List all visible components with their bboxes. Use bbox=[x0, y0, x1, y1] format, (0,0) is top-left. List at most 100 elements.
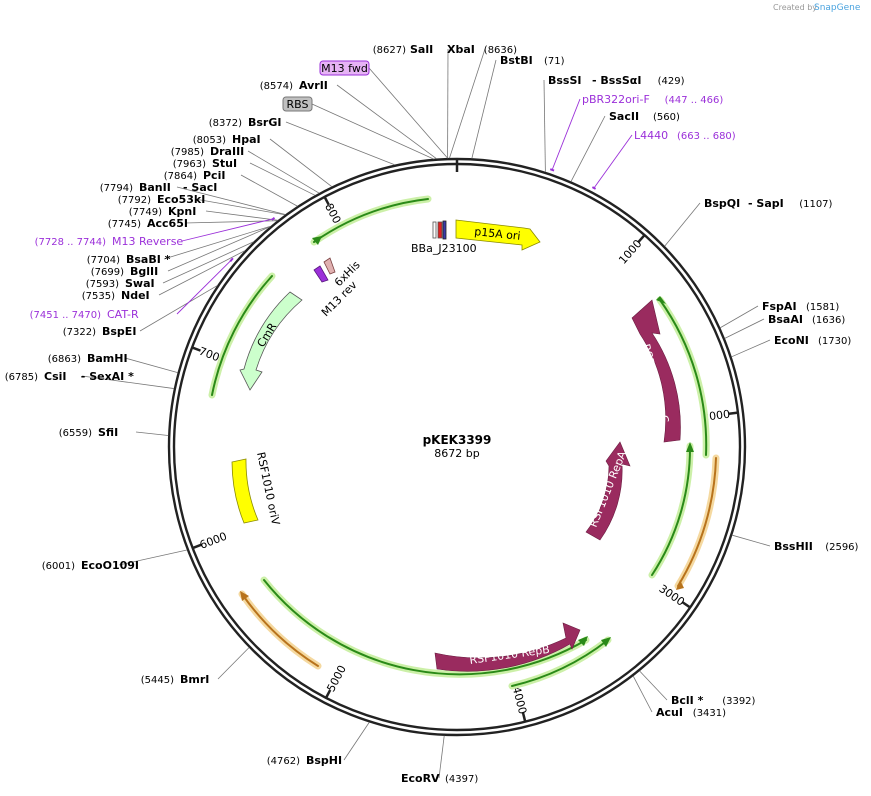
site-bsaai[interactable]: BsaAI(1636) bbox=[768, 313, 845, 326]
tag-leader-rbs bbox=[311, 103, 434, 160]
leader-sacii bbox=[570, 115, 606, 182]
site-bspqi[interactable]: BspQI- SapI(1107) bbox=[704, 197, 833, 210]
site-fspai[interactable]: FspAI(1581) bbox=[762, 300, 839, 313]
site-eco53ki[interactable]: (7792)Eco53kI bbox=[118, 193, 206, 206]
feature-p15a-ori[interactable]: p15A ori bbox=[455, 219, 541, 251]
site-position: (7749) bbox=[129, 207, 162, 218]
site-position: (7864) bbox=[164, 171, 197, 182]
svg-text:p15A ori: p15A ori bbox=[474, 225, 521, 243]
site-name: BmrI bbox=[180, 673, 209, 686]
site-name-2: - SapI bbox=[748, 197, 784, 210]
leader-eco53ki bbox=[194, 198, 286, 216]
leader-acui bbox=[632, 675, 653, 713]
feature-rsf1010-repb[interactable]: RSF1010 RepB bbox=[434, 622, 581, 672]
site-sali[interactable]: (8627)SalI bbox=[373, 43, 433, 56]
site-name: EcoO109I bbox=[81, 559, 139, 572]
primer-m13-reverse[interactable]: (7728 .. 7744)M13 Reverse bbox=[35, 235, 184, 248]
site-ecorv[interactable]: EcoRV(4397) bbox=[401, 772, 478, 785]
site-position: (4397) bbox=[445, 774, 478, 785]
site-name: EcoNI bbox=[774, 334, 809, 347]
tick-label-6000: 6000 bbox=[198, 530, 229, 552]
site-acui[interactable]: AcuI (3431) bbox=[656, 706, 726, 719]
site-bsssi[interactable]: BssSI- BssSαI(429) bbox=[548, 74, 685, 87]
site-sacii[interactable]: SacII(560) bbox=[609, 110, 680, 123]
tick-6000 bbox=[192, 543, 202, 550]
site-draiii[interactable]: (7985)DraIII bbox=[171, 145, 245, 158]
tick-label-5000: 5000 bbox=[324, 663, 348, 694]
site-swai[interactable]: (7593)SwaI bbox=[86, 277, 155, 290]
site-bstbi[interactable]: BstBI(71) bbox=[500, 54, 565, 67]
site-hpai[interactable]: (8053)HpaI bbox=[193, 133, 261, 146]
tick-3000 bbox=[681, 601, 691, 609]
site-name: Acc65I bbox=[147, 217, 188, 230]
site-name: BclI * bbox=[671, 694, 704, 707]
primer-leader-l4440 bbox=[593, 134, 633, 189]
feature-rsf1010-oriv[interactable]: RSF1010 oriV bbox=[231, 451, 282, 527]
tag-rbs[interactable]: RBS bbox=[282, 96, 313, 112]
site-bspei[interactable]: (7322) BspEI bbox=[63, 325, 137, 338]
site-name: BanII bbox=[139, 181, 171, 194]
site-name: AcuI bbox=[656, 706, 683, 719]
leader-bsssi bbox=[543, 79, 546, 172]
site-kpni[interactable]: (7749)KpnI bbox=[129, 205, 197, 218]
site-position: (560) bbox=[653, 112, 680, 123]
tag-m13-fwd[interactable]: M13 fwd bbox=[319, 60, 370, 76]
feature-rsf1010-repa[interactable]: RSF1010 RepA bbox=[585, 441, 631, 541]
site-position: (2596) bbox=[825, 542, 858, 553]
tick-2000 bbox=[728, 411, 739, 415]
site-position: (7745) bbox=[108, 219, 141, 230]
site-bamhi[interactable]: (6863)BamHI bbox=[48, 352, 128, 365]
feature-bba-j23100[interactable]: BBa_J23100 bbox=[411, 220, 477, 255]
site-avrii[interactable]: (8574)AvrII bbox=[260, 79, 328, 92]
site-econi[interactable]: EcoNI (1730) bbox=[774, 334, 851, 347]
site-name: DraIII bbox=[210, 145, 244, 158]
site-position: (1636) bbox=[812, 315, 845, 326]
site-csii[interactable]: (6785)CsiI- SexAI * bbox=[5, 370, 134, 383]
site-name: BspEI bbox=[102, 325, 136, 338]
leader-ndei bbox=[158, 250, 246, 296]
site-banii[interactable]: (7794)BanII- SacI bbox=[100, 181, 218, 194]
leader-sfii bbox=[135, 431, 169, 436]
tick-label-4000: 4000 bbox=[510, 685, 529, 715]
tag-leader-m13-fwd bbox=[368, 67, 448, 159]
primer-l4440[interactable]: L4440(663 .. 680) bbox=[634, 129, 736, 142]
site-name: BamHI bbox=[87, 352, 128, 365]
leader-hpai bbox=[269, 138, 332, 187]
primer-pbr322ori-f[interactable]: pBR322ori-F(447 .. 466) bbox=[582, 93, 723, 106]
site-ecoo109i[interactable]: (6001)EcoO109I bbox=[42, 559, 139, 572]
site-bmri[interactable]: (5445)BmrI bbox=[141, 673, 210, 686]
site-sfii[interactable]: (6559)SfiI bbox=[59, 426, 118, 439]
site-position: (7322) bbox=[63, 327, 96, 338]
site-bsshii[interactable]: BssHII(2596) bbox=[774, 540, 859, 553]
primer-name: L4440 bbox=[634, 129, 668, 142]
site-bglii[interactable]: (7699)BglII bbox=[91, 265, 158, 278]
leader-bcli bbox=[639, 670, 668, 701]
site-stui[interactable]: (7963)StuI bbox=[173, 157, 237, 170]
primer-cat-r[interactable]: (7451 .. 7470)CAT-R bbox=[30, 308, 139, 321]
leader-bamhi bbox=[124, 357, 178, 374]
site-bcli[interactable]: BclI * (3392) bbox=[671, 694, 756, 707]
site-pcii[interactable]: (7864)PciI bbox=[164, 169, 226, 182]
site-position: (3392) bbox=[722, 696, 755, 707]
primer-leader-cat-r bbox=[176, 259, 232, 315]
leader-bspqi bbox=[664, 202, 701, 247]
leader-bsaai bbox=[724, 318, 765, 339]
leader-draiii bbox=[247, 150, 320, 194]
site-bsabi[interactable]: (7704)BsaBI * bbox=[87, 253, 171, 266]
tick-8000 bbox=[323, 196, 330, 206]
svg-text:RSF1010 oriV: RSF1010 oriV bbox=[254, 451, 282, 527]
site-name-2: - SexAI * bbox=[81, 370, 134, 383]
site-position: (1730) bbox=[818, 336, 851, 347]
primer-mark-l4440 bbox=[591, 186, 597, 190]
site-xbai[interactable]: XbaI(8636) bbox=[447, 43, 517, 56]
site-position: (3431) bbox=[693, 708, 726, 719]
site-bsrgi[interactable]: (8372)BsrGI bbox=[209, 116, 282, 129]
site-name: BssSI bbox=[548, 74, 582, 87]
site-ndei[interactable]: (7535)NdeI bbox=[82, 289, 150, 302]
leader-avrii bbox=[336, 84, 437, 160]
site-bsphi[interactable]: (4762)BspHI bbox=[267, 754, 342, 767]
site-acc65i[interactable]: (7745) Acc65I bbox=[108, 217, 188, 230]
primer-name: pBR322ori-F bbox=[582, 93, 650, 106]
